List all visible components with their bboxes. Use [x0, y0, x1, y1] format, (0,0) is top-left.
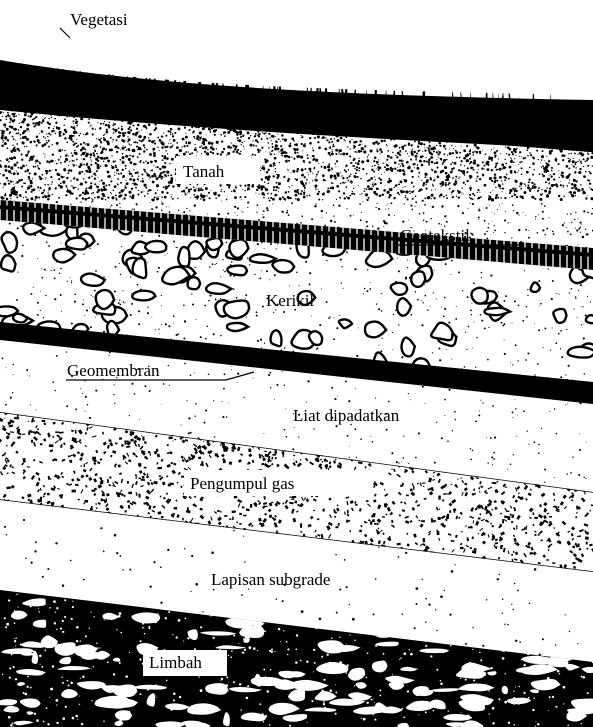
label-liat: Liat dipadatkan [293, 406, 400, 425]
label-kerikil: Kerikil [266, 291, 314, 310]
label-geomembran: Geomembran [67, 361, 160, 380]
label-tanah: Tanah [183, 162, 225, 181]
label-subgrade: Lapisan subgrade [211, 570, 330, 589]
label-vegetasi: Vegetasi [70, 10, 128, 29]
label-geotekstil: Geotekstil [400, 226, 470, 245]
label-limbah: Limbah [149, 653, 202, 672]
label-pengumpul: Pengumpul gas [190, 474, 294, 493]
